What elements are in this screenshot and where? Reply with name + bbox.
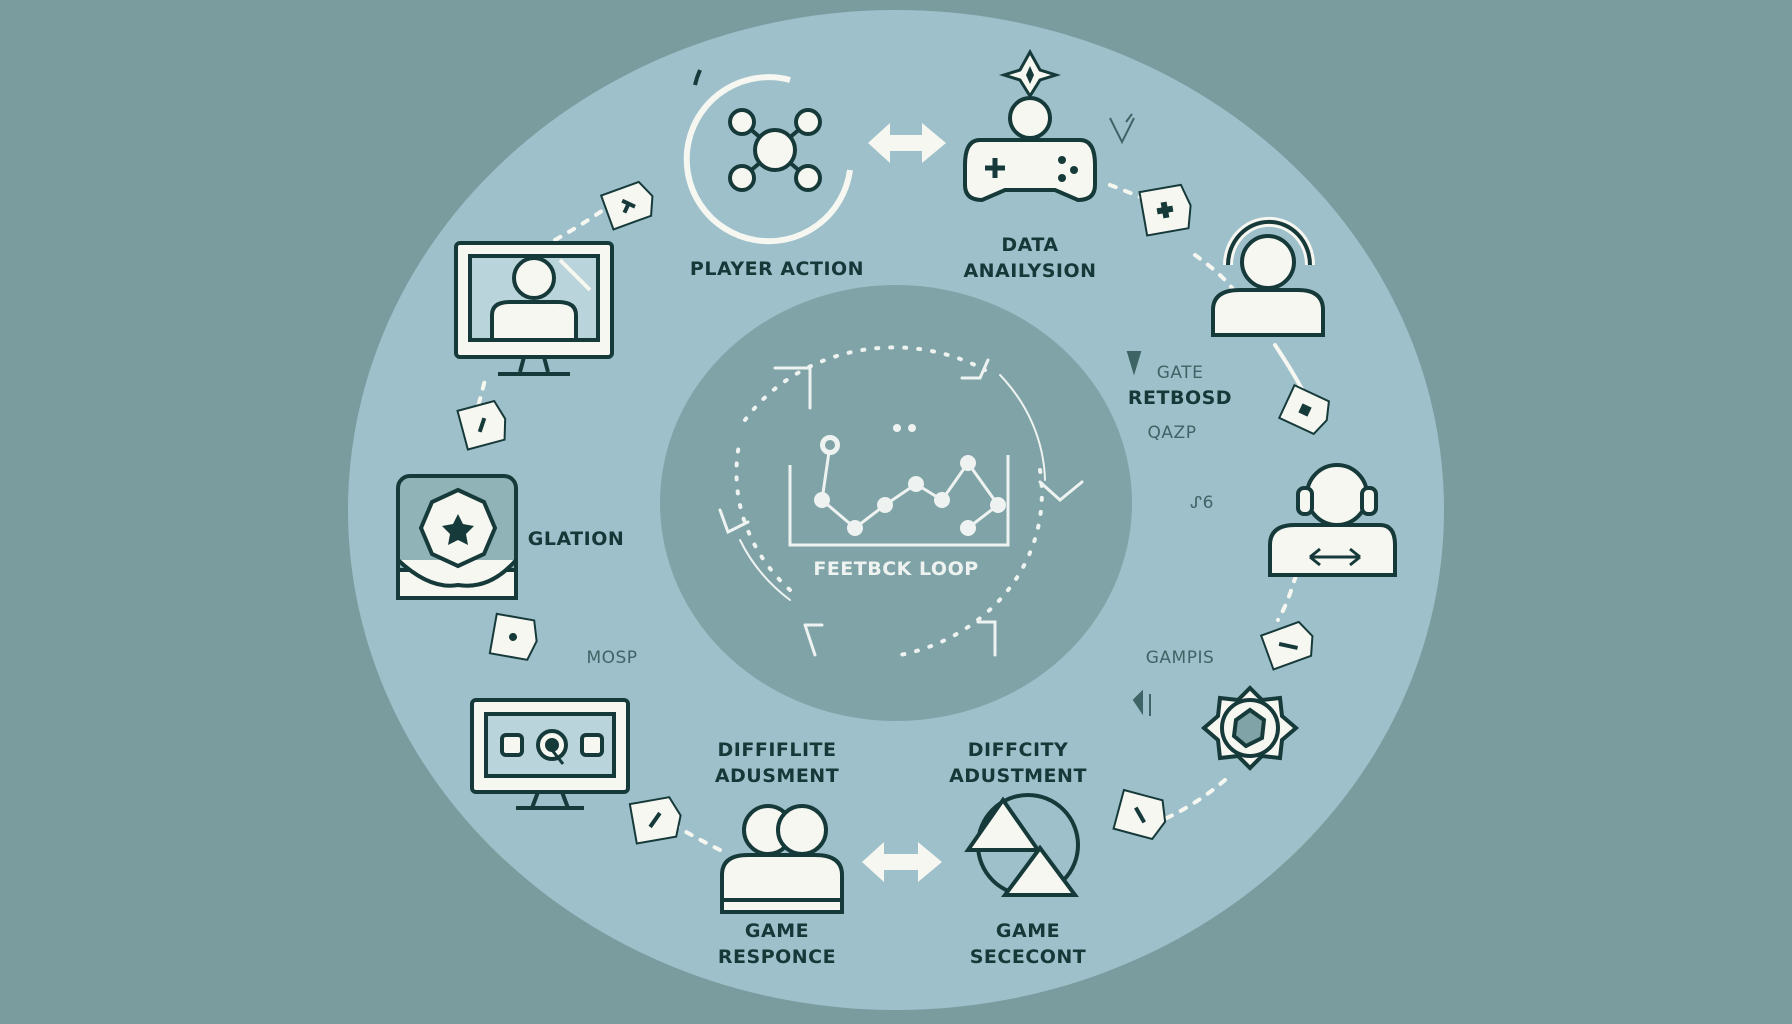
line-chart-icon: [788, 424, 1010, 547]
label-player-action-text: PLAYER ACTION: [689, 258, 865, 280]
center-title-text: FEETBCK LOOP: [813, 558, 979, 580]
inner-arrow-marks: [718, 358, 1084, 657]
label-game-response: GAME RESPONCE: [718, 918, 836, 970]
badge-star-icon: [396, 474, 518, 600]
user-icon: [1211, 216, 1325, 337]
label-difficulty-right: DIFFCITY ADUSTMENT: [949, 737, 1087, 789]
label-side-glyph-text: ᔑ6: [1190, 493, 1214, 513]
double-arrow-icon: [862, 123, 946, 882]
side-glyph-icon: [1109, 113, 1151, 716]
gear-icon: [1200, 685, 1300, 771]
label-gamis: GAMPIS: [1146, 645, 1215, 671]
label-difficulty-left: DIFFIFLITE ADUSMENT: [715, 737, 839, 789]
label-glation: GLATION: [528, 526, 625, 552]
label-retbosd: RETBOSD: [1128, 385, 1232, 411]
monitor-target-icon: [470, 698, 630, 810]
label-game-response-line2: RESPONCE: [717, 946, 837, 968]
label-glation-text: GLATION: [527, 528, 625, 550]
users-icon: [720, 804, 844, 914]
label-qazp: QAZP: [1148, 420, 1197, 446]
label-difficulty-left-line2: ADUSMENT: [714, 765, 840, 787]
label-data-analysis: DATA ANAILYSION: [963, 232, 1096, 284]
network-nodes-icon: [683, 69, 853, 245]
inner-circle: [660, 285, 1132, 721]
label-difficulty-right-line2: ADUSTMENT: [949, 765, 1087, 787]
label-mosp: MOSP: [586, 645, 637, 671]
label-gamis-text: GAMPIS: [1145, 648, 1215, 668]
label-game-response-line1: GAME: [744, 920, 810, 942]
label-gate-line2: RETBOSD: [1127, 387, 1233, 409]
label-mosp-text: MOSP: [586, 648, 638, 668]
label-game-sececont-line1: GAME: [995, 920, 1061, 942]
inner-dotted-loop: [734, 345, 1046, 657]
label-gate-line3: QAZP: [1147, 423, 1197, 443]
label-gate-line1: GATE: [1156, 363, 1204, 383]
label-game-sececont: GAME SECECONT: [970, 918, 1087, 970]
label-difficulty-right-line1: DIFFCITY: [967, 739, 1069, 761]
label-player-action: PLAYER ACTION: [690, 256, 864, 282]
label-data-analysis-line2: ANAILYSION: [963, 260, 1097, 282]
headset-user-icon: [1268, 463, 1397, 577]
label-data-analysis-line1: DATA: [1001, 234, 1059, 256]
label-game-sececont-line2: SECECONT: [969, 946, 1087, 968]
label-gate: GATE: [1157, 360, 1204, 386]
label-side-glyph: ᔑ6: [1190, 490, 1214, 516]
label-difficulty-left-line1: DIFFIFLITE: [717, 739, 837, 761]
monitor-user-icon: [454, 241, 614, 376]
center-title: FEETBCK LOOP: [813, 556, 978, 582]
tag-icon: [456, 180, 1330, 845]
shapes-icon: [964, 793, 1080, 897]
gamepad-icon: [963, 96, 1097, 203]
